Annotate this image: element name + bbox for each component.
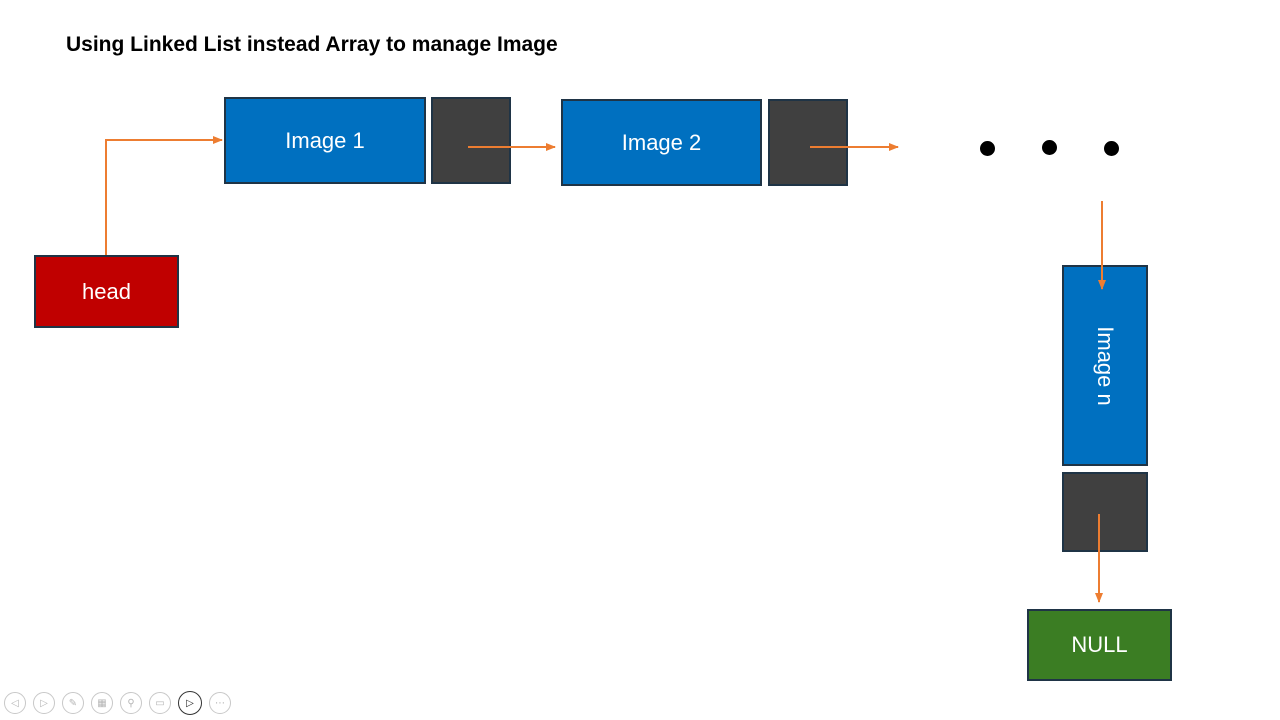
head-label: head: [82, 278, 131, 304]
slide-title: Using Linked List instead Array to manag…: [66, 33, 558, 56]
next-icon[interactable]: ▷: [33, 692, 55, 714]
ellipsis-dot: [1042, 140, 1057, 155]
ellipsis-dot: [1104, 141, 1119, 156]
node-image-2-label: Image 2: [621, 129, 702, 155]
head-to-image-1-arrow: [105, 136, 223, 255]
node-image-1-next-pointer: [431, 97, 511, 184]
presentation-toolbar: ◁ ▷ ✎ ▦ ⚲ ▭ ▷ ⋯: [4, 691, 231, 715]
ellipsis-dot: [980, 141, 995, 156]
previous-icon[interactable]: ◁: [4, 692, 26, 714]
null-node: NULL: [1027, 609, 1172, 681]
null-label: NULL: [1071, 632, 1128, 657]
node-image-2-next-pointer: [768, 99, 848, 186]
node-image-2-data: Image 2: [561, 99, 762, 186]
node-image-n-next-pointer: [1062, 472, 1148, 552]
node-image-n-data: Image n: [1062, 265, 1148, 466]
camera-icon[interactable]: ▷: [178, 691, 202, 715]
pen-icon[interactable]: ✎: [62, 692, 84, 714]
subtitles-icon[interactable]: ▭: [149, 692, 171, 714]
node-image-1-data: Image 1: [224, 97, 426, 184]
zoom-icon[interactable]: ⚲: [120, 692, 142, 714]
slides-grid-icon[interactable]: ▦: [91, 692, 113, 714]
more-icon[interactable]: ⋯: [209, 692, 231, 714]
node-image-1-label: Image 1: [285, 127, 365, 153]
head-node: head: [34, 255, 179, 328]
